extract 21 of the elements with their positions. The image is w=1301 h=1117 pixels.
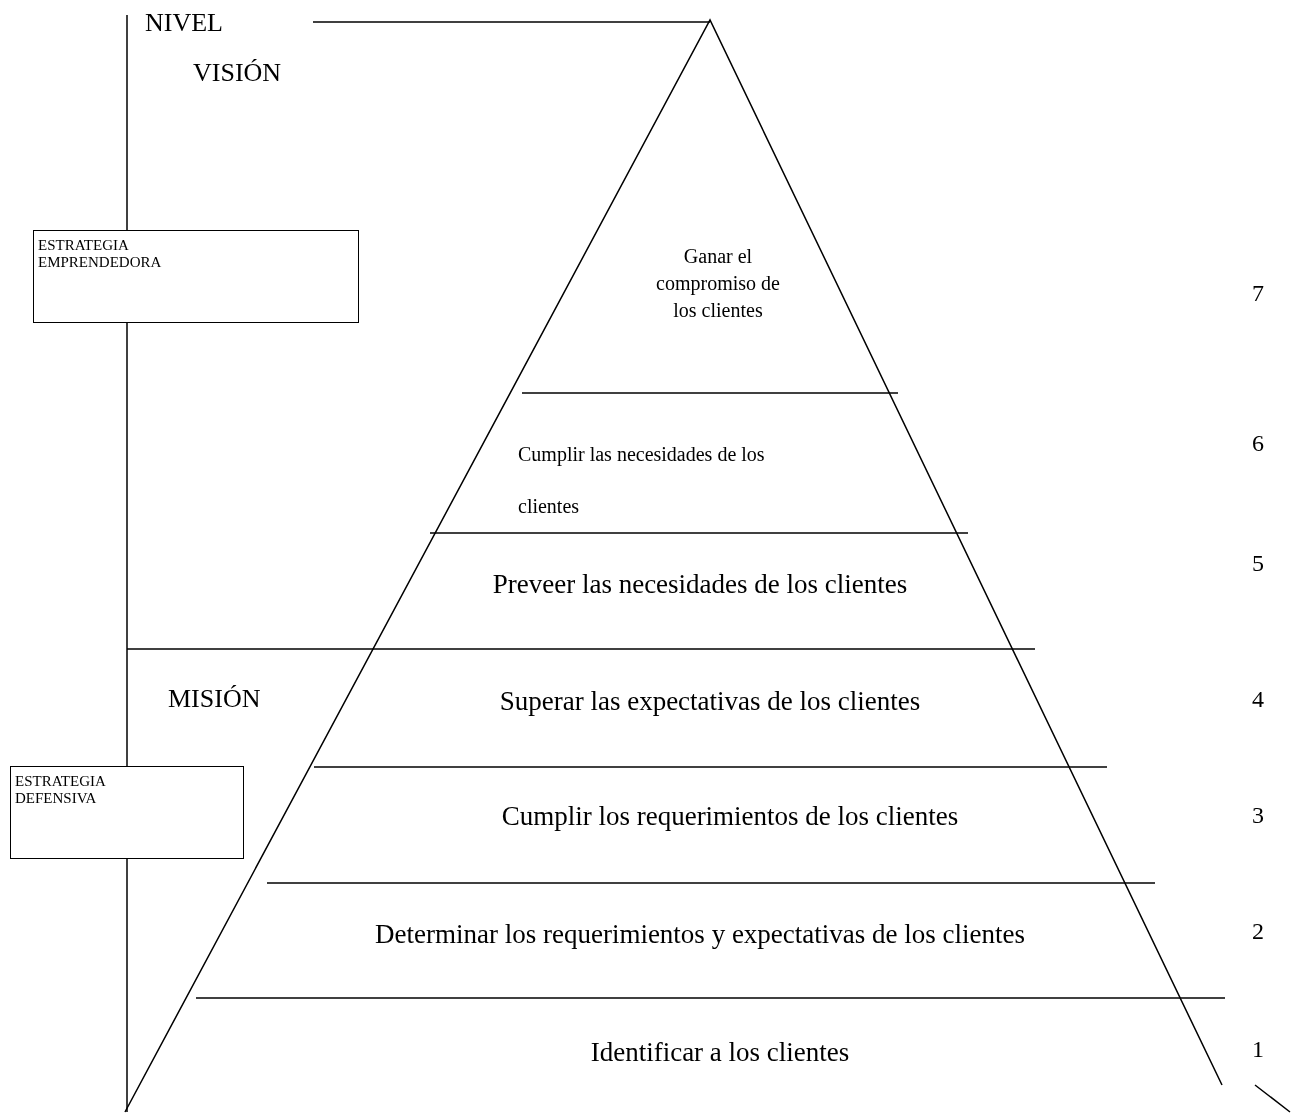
- tier-label: Preveer las necesidades de los clientes: [492, 568, 908, 601]
- level-number: 6: [1252, 430, 1264, 457]
- level-number: 5: [1252, 550, 1264, 577]
- level-number: 7: [1252, 280, 1264, 307]
- strategy-box: [33, 230, 359, 323]
- level-number: 4: [1252, 686, 1264, 713]
- tier-label: Cumplir los requerimientos de los clientes: [501, 800, 959, 833]
- tier-label: Ganar el compromiso de los clientes: [655, 244, 781, 323]
- strategy-label: ESTRATEGIA DEFENSIVA: [15, 773, 107, 808]
- tier-label: Superar las expectativas de los clientes: [499, 685, 921, 718]
- tier-label: Cumplir las necesidades de los clientes: [518, 442, 766, 519]
- tier-label: Identificar a los clientes: [590, 1036, 850, 1069]
- level-label: VISIÓN: [193, 58, 282, 88]
- level-label: MISIÓN: [168, 684, 261, 714]
- level-number: 2: [1252, 918, 1264, 945]
- strategy-box: [10, 766, 244, 859]
- level-number: 3: [1252, 802, 1264, 829]
- level-number: 1: [1252, 1036, 1264, 1063]
- tier-label: Determinar los requerimientos y expectativas de los clientes: [375, 918, 1025, 951]
- strategy-label: ESTRATEGIA EMPRENDEDORA: [38, 237, 163, 272]
- level-label: NIVEL: [145, 8, 223, 38]
